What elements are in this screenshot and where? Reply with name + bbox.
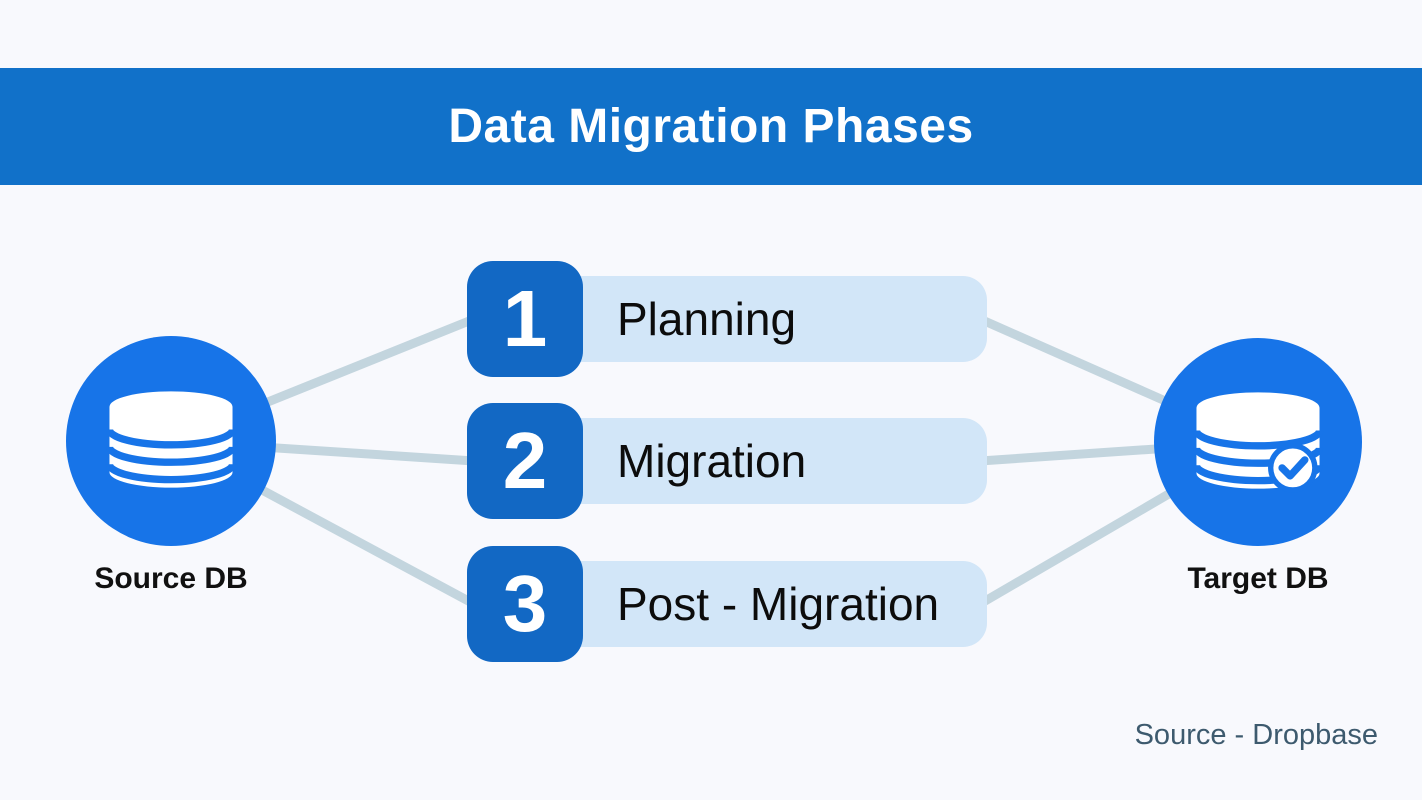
phase-label: Post - Migration bbox=[617, 578, 940, 630]
source-db-label: Source DB bbox=[94, 562, 248, 595]
phase-label: Migration bbox=[617, 435, 807, 487]
target-db-node bbox=[1154, 338, 1362, 546]
title-banner: Data Migration Phases bbox=[0, 68, 1422, 185]
phase-number-badge: 2 bbox=[467, 403, 583, 519]
phase-pill: Post - Migration bbox=[553, 561, 987, 647]
phase-label: Planning bbox=[617, 293, 797, 345]
database-icon bbox=[105, 390, 237, 488]
phase-row-post-migration: 3 Post - Migration bbox=[467, 546, 987, 662]
source-db-node bbox=[66, 336, 276, 546]
target-db-label: Target DB bbox=[1187, 562, 1329, 595]
phase-number-badge: 1 bbox=[467, 261, 583, 377]
page-title: Data Migration Phases bbox=[448, 100, 974, 153]
database-check-icon bbox=[1192, 391, 1324, 493]
source-credit: Source - Dropbase bbox=[1134, 719, 1378, 751]
phase-pill: Migration bbox=[553, 418, 987, 504]
phase-row-planning: 1 Planning bbox=[467, 261, 987, 377]
phase-number-badge: 3 bbox=[467, 546, 583, 662]
phase-pill: Planning bbox=[553, 276, 987, 362]
checkmark-badge bbox=[1268, 442, 1318, 493]
phase-row-migration: 2 Migration bbox=[467, 403, 987, 519]
